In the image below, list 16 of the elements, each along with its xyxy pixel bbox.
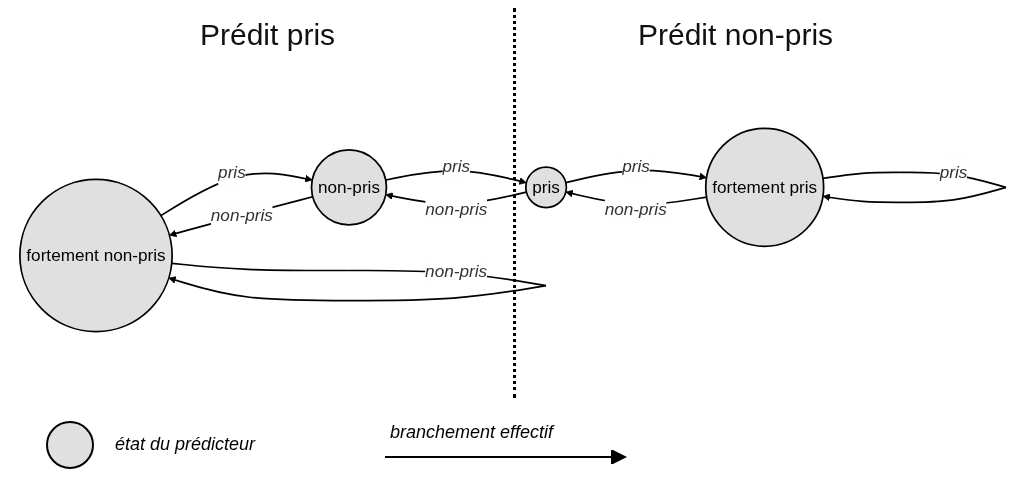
edge-label: pris (939, 162, 968, 182)
legend-label: branchement effectif (390, 422, 554, 443)
edge-label: pris (218, 162, 246, 182)
node-circle: non-pris (310, 149, 388, 226)
node-circle: pris (524, 166, 568, 209)
section-heading: Prédit non-pris (638, 18, 834, 52)
edge-label: non-pris (604, 199, 667, 219)
legend-label: état du prédicteur (115, 434, 256, 455)
edge-label: pris (622, 156, 650, 176)
edge-label: non-pris (210, 205, 273, 225)
edge-label: non-pris (425, 199, 488, 219)
node-circle: fortement pris (704, 127, 825, 248)
edge-label: non-pris (425, 261, 488, 280)
section-heading: Prédit pris (200, 18, 336, 52)
node-circle: fortement non-pris (19, 178, 173, 333)
edge-label: pris (442, 156, 471, 176)
